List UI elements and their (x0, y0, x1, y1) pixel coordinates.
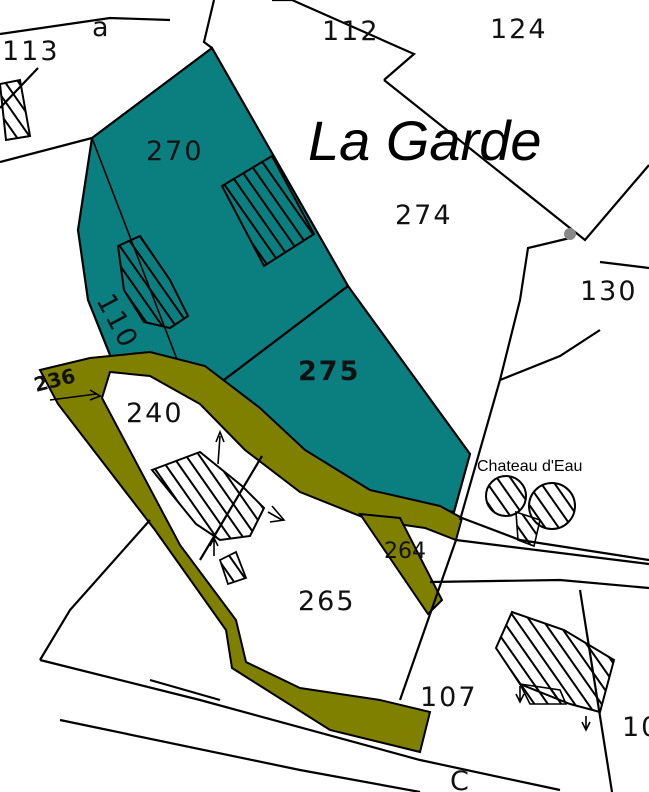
road-edge (59, 718, 421, 792)
parcel-264-label: 264 (384, 539, 426, 564)
boundary-274 (383, 79, 649, 242)
chateau-deau-tank-left (485, 475, 527, 517)
boundary-line (0, 136, 93, 164)
boundary-112 (272, 0, 417, 81)
boundary-line (498, 236, 571, 381)
parcel-107-label: 107 (420, 682, 478, 713)
boundary-line (149, 678, 221, 702)
parcel-124-label: 124 (490, 14, 548, 45)
road-edge (39, 658, 561, 792)
building-270-hatch (220, 154, 316, 268)
boundary-line (39, 519, 151, 661)
parcel-240-label: 240 (126, 398, 184, 429)
building-annex-hatch (518, 682, 568, 705)
arrow-marker (515, 686, 525, 704)
parcel-112-label: 112 (322, 16, 380, 47)
arrow-marker (209, 536, 219, 556)
boundary-line (499, 329, 601, 382)
boundary-line (0, 16, 171, 36)
arrow-marker-236 (49, 389, 102, 401)
parcel-c-label: C (450, 766, 471, 792)
parcel-275-label: 275 (298, 356, 360, 387)
arrow-marker (215, 429, 225, 465)
parcel-236-road[interactable] (38, 350, 464, 754)
place-name-label: La Garde (308, 109, 542, 172)
arrow-marker (267, 505, 286, 523)
parcel-10-label: 10 (622, 712, 649, 743)
survey-point (564, 228, 576, 240)
boundary-line (398, 539, 458, 701)
road-edge (455, 538, 649, 566)
boundary-line (429, 578, 649, 590)
parcel-270-label: 270 (146, 136, 204, 167)
parcel-113-label: 113 (2, 36, 60, 67)
boundary-line (458, 379, 502, 521)
building-110-hatch (116, 234, 190, 330)
parcel-130-label: 130 (580, 276, 638, 307)
parcel-a-label: a (92, 12, 111, 43)
building-240-hatch (150, 450, 266, 542)
boundary-line (202, 0, 216, 49)
building-113-hatch (0, 78, 32, 142)
chateau-deau-label: Chateau d'Eau (477, 458, 582, 475)
chateau-deau-tank-right (528, 482, 576, 530)
arrow-marker (581, 716, 591, 732)
parcel-264-strip[interactable] (357, 512, 444, 616)
parcel-265-label: 265 (298, 586, 356, 617)
parcel-274-label: 274 (395, 200, 453, 231)
building-small-hatch (218, 550, 248, 586)
chateau-deau-base (515, 510, 541, 548)
boundary-line (599, 260, 649, 270)
